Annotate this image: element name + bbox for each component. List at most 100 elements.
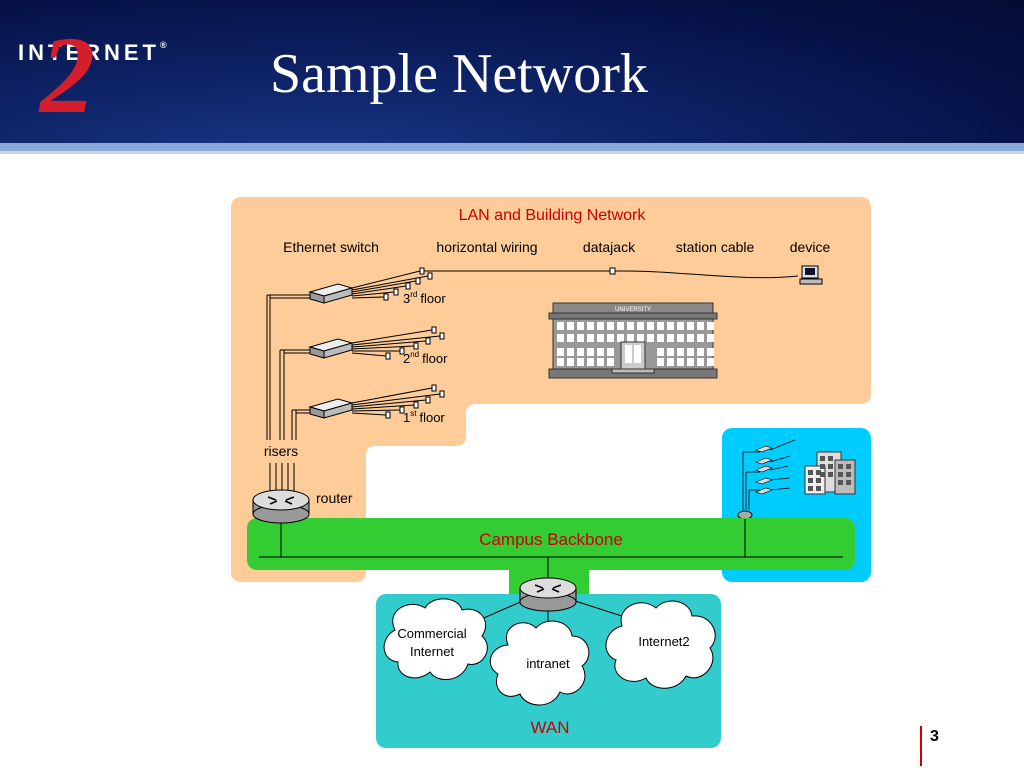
building-window	[557, 322, 564, 330]
remote-office-building-icon	[804, 451, 856, 495]
building-window	[677, 322, 684, 330]
building-window	[577, 334, 584, 342]
building-window	[577, 358, 584, 366]
building-window	[707, 348, 714, 356]
slide-header: INTERNET® 2 Sample Network	[0, 0, 1024, 143]
building-window	[567, 358, 574, 366]
risers-lines	[266, 294, 310, 492]
building-window	[697, 334, 704, 342]
building-window	[597, 348, 604, 356]
building-window	[667, 358, 674, 366]
building-window	[557, 348, 564, 356]
remote-building-window	[808, 470, 813, 475]
building-window	[657, 358, 664, 366]
building-window	[677, 358, 684, 366]
building-windows	[557, 322, 714, 366]
building-window	[657, 334, 664, 342]
floor-3-wiring	[351, 267, 433, 301]
building-window	[667, 348, 674, 356]
logo-two-mark: 2	[38, 14, 95, 136]
risers-label: risers	[264, 443, 298, 459]
building-window	[607, 358, 614, 366]
building-window	[627, 334, 634, 342]
building-window	[607, 322, 614, 330]
remote-wiring	[742, 439, 796, 510]
remote-building-window	[816, 478, 821, 483]
remote-building-window	[846, 464, 851, 469]
building-window	[557, 358, 564, 366]
building-window	[687, 358, 694, 366]
building-window	[607, 334, 614, 342]
building-window	[637, 334, 644, 342]
building-window	[697, 348, 704, 356]
building-window	[597, 322, 604, 330]
building-window	[627, 322, 634, 330]
wan-label: WAN	[530, 718, 569, 737]
router-label: router	[316, 490, 353, 506]
label-horizontal-wiring: horizontal wiring	[436, 239, 537, 255]
floor-1-wiring	[351, 384, 445, 419]
building-window	[707, 322, 714, 330]
internet2-logo: INTERNET®	[18, 40, 167, 66]
remote-building-window	[820, 464, 825, 469]
remote-building-window	[838, 480, 843, 485]
building-window	[587, 334, 594, 342]
building-window	[657, 348, 664, 356]
building-window	[617, 334, 624, 342]
cloud-intranet-label: intranet	[526, 656, 570, 671]
logo-swoosh-icon: 2	[38, 14, 95, 136]
station-cable-line	[614, 270, 799, 279]
cloud-commercial-label-line1: Commercial	[397, 626, 466, 641]
building-window	[707, 358, 714, 366]
building-sign: UNIVERSITY	[615, 307, 651, 313]
building-window	[637, 322, 644, 330]
building-window	[617, 322, 624, 330]
backbone-label: Campus Backbone	[479, 530, 623, 549]
building-window	[567, 322, 574, 330]
remote-building-window	[828, 464, 833, 469]
computer-device-icon	[799, 265, 823, 285]
building-window	[697, 358, 704, 366]
label-station-cable: station cable	[676, 239, 755, 255]
building-window	[587, 348, 594, 356]
building-window	[647, 334, 654, 342]
floor-2-wiring	[351, 326, 445, 360]
remote-building-window	[816, 486, 821, 491]
page-number: 3	[930, 728, 939, 745]
label-datajack: datajack	[583, 239, 636, 255]
building-window	[577, 322, 584, 330]
building-window	[667, 334, 674, 342]
building-window	[597, 334, 604, 342]
remote-switches-icon	[755, 445, 773, 495]
lan-region	[231, 197, 871, 582]
building-window	[677, 348, 684, 356]
building-window	[587, 358, 594, 366]
remote-building-window	[820, 472, 825, 477]
datajack-icon	[609, 267, 616, 275]
switch-floor-2-icon	[308, 338, 354, 359]
building-window	[687, 334, 694, 342]
lan-title: LAN and Building Network	[459, 207, 647, 224]
remote-building-window	[808, 486, 813, 491]
label-ethernet-switch: Ethernet switch	[283, 239, 379, 255]
page-number-bar	[920, 726, 922, 766]
building-window	[607, 348, 614, 356]
building-window	[567, 348, 574, 356]
building-window	[687, 322, 694, 330]
logo-text: INTERNET	[18, 40, 160, 65]
label-device: device	[790, 239, 831, 255]
cloud-commercial-internet-icon	[383, 598, 488, 680]
remote-building-window	[808, 478, 813, 483]
remote-building-window	[828, 472, 833, 477]
building-window	[697, 322, 704, 330]
building-window	[587, 322, 594, 330]
building-window	[647, 322, 654, 330]
header-divider-light	[0, 151, 1024, 154]
remote-building-window	[846, 480, 851, 485]
building-window	[567, 334, 574, 342]
page-title: Sample Network	[270, 43, 648, 105]
building-window	[597, 358, 604, 366]
remote-router-icon	[737, 510, 753, 520]
